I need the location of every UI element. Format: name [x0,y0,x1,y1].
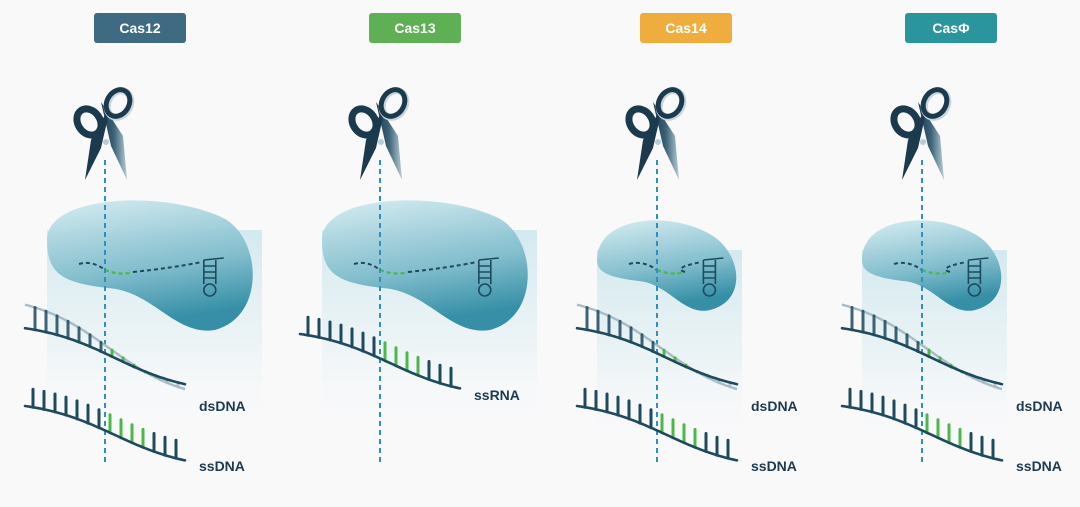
scissors-blade [918,102,944,180]
target-ssdna: ssDNA [840,387,1062,474]
scissors-blade [637,104,663,180]
scissors-handle [378,87,408,119]
scissors-blade [376,102,402,180]
guide-rna [628,261,658,271]
target-ssdna: ssDNA [23,387,245,474]
guide-rna [944,261,967,273]
guide-loop [477,283,492,297]
target-label: dsDNA [751,398,798,414]
scissors-blade [902,104,928,180]
cas-badge: Cas14 [640,13,732,43]
panel-cas12: Cas12 dsDNA ssDNA [23,13,262,474]
strand-backbone [298,332,462,390]
cas-badge-bg [369,13,461,43]
cas-badge: CasΦ [905,13,997,43]
scissors-handle [625,105,657,139]
scissors-blade [653,102,679,180]
cas-badge: Cas13 [369,13,461,43]
target-dsdna: dsDNA [23,303,246,414]
guide-rna [78,261,106,271]
scissors-pivot [378,139,384,145]
target-ssrna: ssRNA [298,315,520,403]
guide-rna [407,261,477,273]
cas-badge-bg [640,13,732,43]
cas-badge-label: Cas13 [394,20,435,36]
guide-hairpin [203,257,224,284]
scissors-icon [890,87,952,180]
panel-casφ: CasΦ dsDNA ssDNA [840,13,1063,474]
target-label: ssDNA [199,458,245,474]
guide-rna [132,261,202,273]
scissors-blade [101,102,127,180]
cas-protein [597,220,737,311]
target-label: ssDNA [1016,458,1062,474]
cas-badge-label: Cas14 [665,20,706,36]
target-label: dsDNA [199,398,246,414]
panel-cas13: Cas13 ssRNA [298,13,537,465]
strand-backbone [575,404,739,462]
target-strand [840,326,1004,386]
guide-rna-spacer [379,268,409,275]
cas-badge-label: Cas12 [119,20,160,36]
target-strand [23,326,187,386]
target-ssdna: ssDNA [575,387,797,474]
scissors-blade [360,104,386,180]
target-label: ssDNA [751,458,797,474]
guide-loop [702,283,717,297]
guide-rna [353,261,381,271]
scissors-handle [655,87,685,119]
guide-rna-spacer [656,268,686,275]
scissors-icon [73,87,135,180]
scissors-pivot [655,139,661,145]
guide-rna-spacer [104,268,134,275]
cas-protein [862,220,1002,311]
scissors-pivot [103,139,109,145]
cas-badge-bg [94,13,186,43]
guide-hairpin [478,257,499,284]
scissors-icon [348,87,410,180]
guide-loop [967,283,982,297]
scissors-handle [73,105,105,139]
complementary-strand [576,303,738,391]
target-strand [575,326,739,386]
guide-rna [893,261,923,271]
scissors-pivot [920,139,926,145]
panel-cas14: Cas14 dsDNA ssDNA [575,13,798,474]
cas-badge-label: CasΦ [932,20,970,36]
target-label: dsDNA [1016,398,1063,414]
scissors-icon [625,87,687,180]
guide-rna-spacer [921,268,951,275]
cas-protein [322,200,528,331]
scissors-handle [103,87,133,119]
strand-backbone [840,404,1004,462]
cas-badge-bg [905,13,997,43]
complementary-strand [24,303,186,391]
guide-hairpin [967,257,989,284]
guide-rna [679,261,702,273]
guide-hairpin [702,257,724,284]
target-label: ssRNA [474,387,520,403]
target-dsdna: dsDNA [575,303,798,414]
cas-protein [47,200,253,331]
cas-badge: Cas12 [94,13,186,43]
scissors-handle [890,105,922,139]
complementary-strand [841,303,1003,391]
scissors-handle [920,87,950,119]
scissors-handle [348,105,380,139]
guide-loop [203,283,217,297]
strand-backbone [23,404,187,462]
scissors-blade [85,104,111,180]
target-dsdna: dsDNA [840,303,1063,414]
